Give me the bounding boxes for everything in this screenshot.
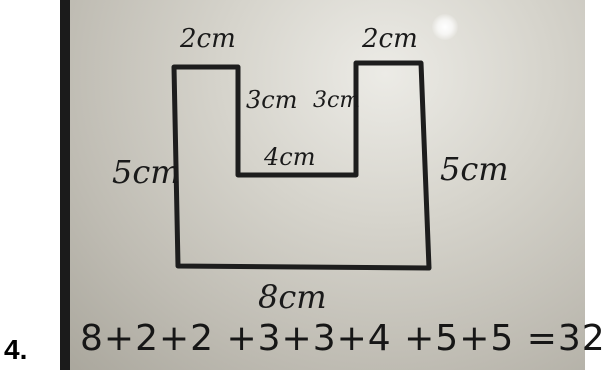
label-inner-right: 3cm <box>313 88 361 113</box>
label-inner-bottom: 4cm <box>264 143 316 171</box>
label-top-right: 2cm <box>362 24 418 54</box>
problem-number: 4. <box>4 334 28 365</box>
label-right: 5cm <box>440 150 509 188</box>
equation: 8+2+2 +3+3+4 +5+5 =32 <box>80 318 606 359</box>
light-glare <box>432 14 458 40</box>
u-shape-drawing <box>171 60 432 271</box>
label-inner-left: 3cm <box>246 86 298 114</box>
whiteboard-photo <box>60 0 585 370</box>
u-shape-outline <box>171 60 432 271</box>
label-bottom: 8cm <box>258 278 327 316</box>
label-left: 5cm <box>112 153 181 191</box>
photo-edge <box>60 0 70 370</box>
label-top-left: 2cm <box>180 24 236 54</box>
